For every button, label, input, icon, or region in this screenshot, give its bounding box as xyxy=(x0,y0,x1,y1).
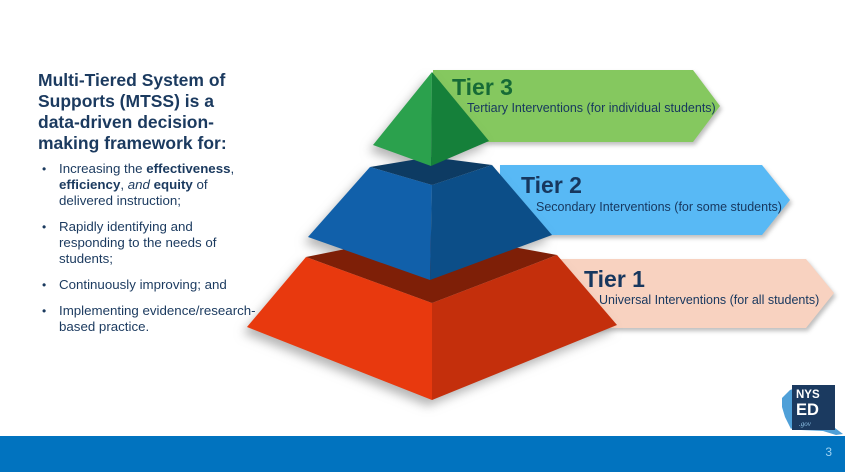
logo-text-gov: .gov xyxy=(799,420,812,428)
tier3-label: Tier 3 xyxy=(452,74,513,100)
nysed-logo: NYS ED .gov xyxy=(782,385,843,435)
tier2-label: Tier 2 xyxy=(521,172,582,198)
pyramid-tier2-left-face xyxy=(308,167,432,280)
pyramid-tier2-top-face xyxy=(370,157,492,185)
logo-text-ed: ED xyxy=(796,401,819,419)
bullet-text-segment: , xyxy=(120,177,128,192)
bullet-item-1: Increasing the effectiveness, efficiency… xyxy=(42,161,260,209)
footer-bar: 3 xyxy=(0,436,845,472)
bullet-text-segment: equity xyxy=(153,177,193,192)
bullet-text-segment: , xyxy=(230,161,235,176)
bullet-item-4: Implementing evidence/research-based pra… xyxy=(42,303,260,335)
logo-text-nys: NYS xyxy=(796,389,820,401)
page-number: 3 xyxy=(825,445,832,459)
bullet-text-segment: efficiency xyxy=(59,177,121,192)
pyramid-tier1-left-face xyxy=(247,257,432,400)
bullet-text-segment: of delivered instruction; xyxy=(59,177,208,208)
tier2-description: Secondary Interventions (for some studen… xyxy=(536,200,782,214)
tier3-description: Tertiary Interventions (for individual s… xyxy=(467,101,716,115)
bullet-text-segment: effectiveness xyxy=(146,161,231,176)
bullet-item-3: Continuously improving; and xyxy=(42,277,260,293)
bullet-item-2: Rapidly identifying and responding to th… xyxy=(42,219,260,267)
pyramid-tier3-left-face xyxy=(373,72,432,166)
bullet-text-segment: and xyxy=(127,177,150,192)
slide-title: Multi-Tiered System of Supports (MTSS) i… xyxy=(38,70,227,153)
tier1-description: Universal Interventions (for all student… xyxy=(599,293,820,307)
pyramid-tier1-top-face xyxy=(306,232,557,303)
bullet-list: Increasing the effectiveness, efficiency… xyxy=(42,161,260,345)
tier1-label: Tier 1 xyxy=(584,266,645,292)
bullet-text-segment: Increasing the xyxy=(59,161,147,176)
nysed-logo-square xyxy=(792,385,835,430)
